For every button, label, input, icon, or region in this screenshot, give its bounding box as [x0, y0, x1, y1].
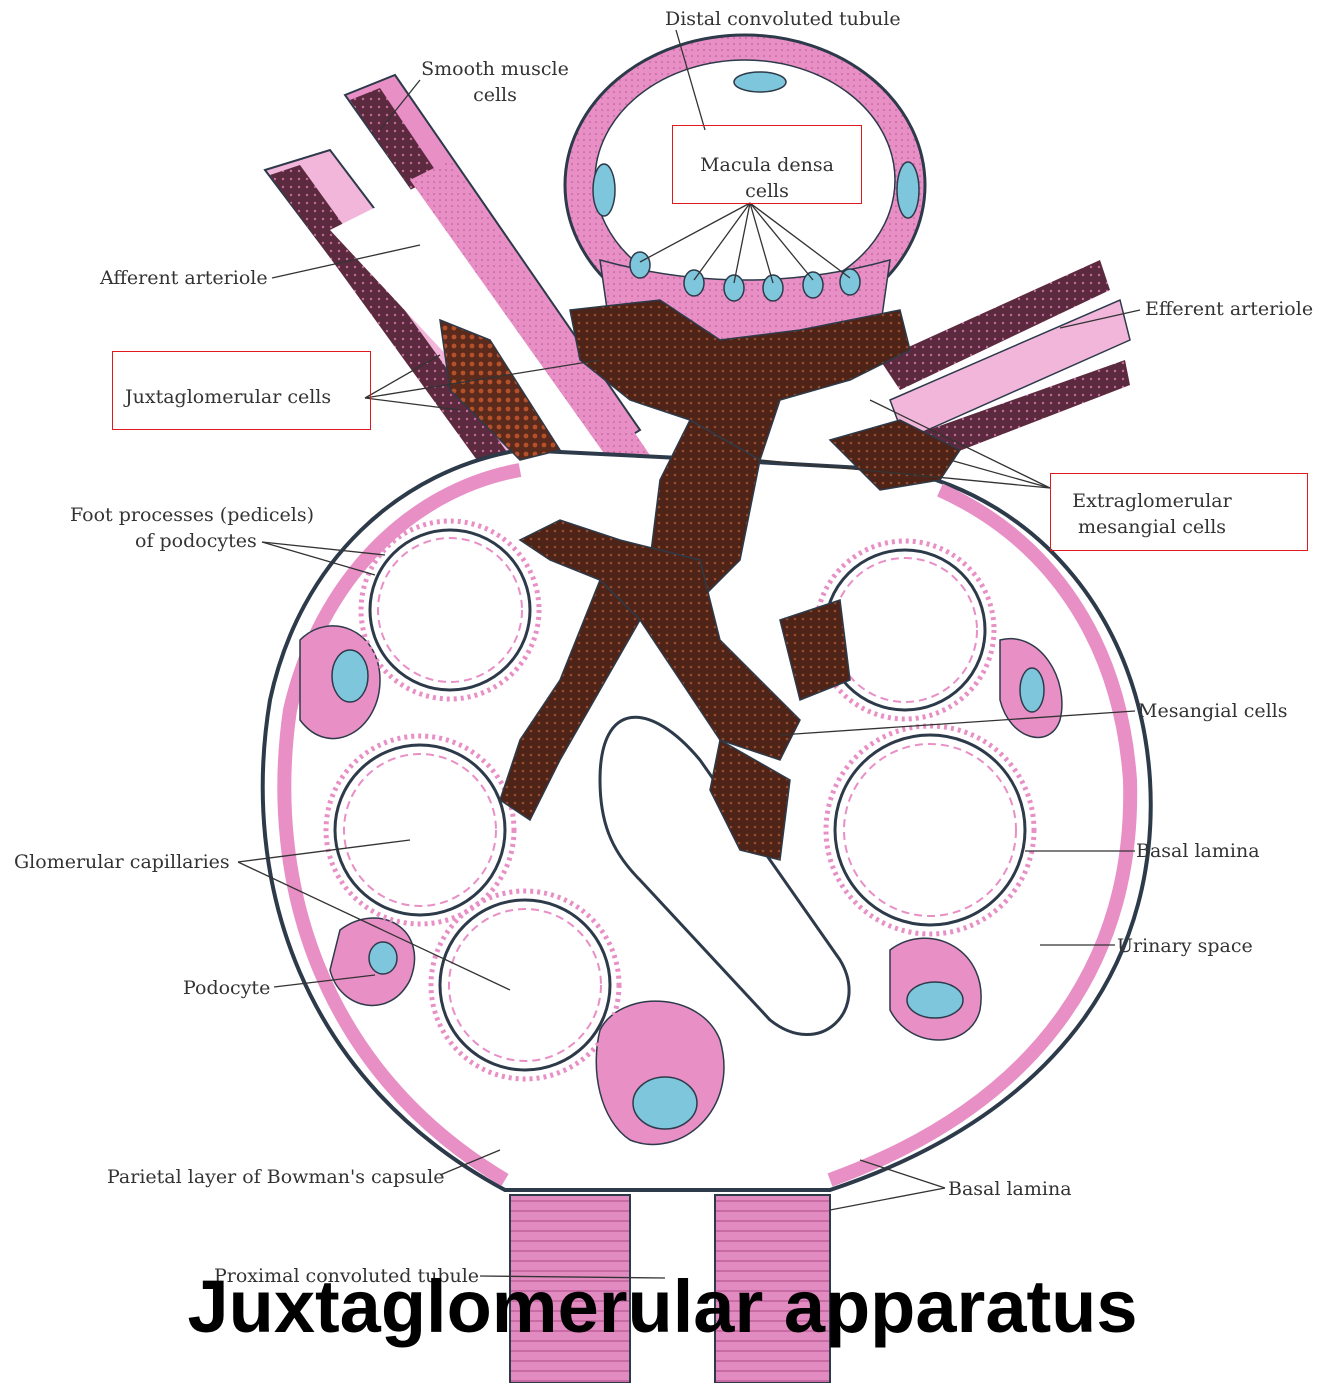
label-basal-lamina-bottom: Basal lamina [948, 1176, 1072, 1202]
label-basal-lamina-right: Basal lamina [1136, 838, 1260, 864]
label-distal-convoluted-tubule: Distal convoluted tubule [665, 6, 901, 32]
highlight-box-extraglomerular [1050, 473, 1308, 551]
label-mesangial-cells: Mesangial cells [1138, 698, 1288, 724]
highlight-box-macula-densa [672, 125, 862, 204]
label-foot-processes-line2: of podocytes [135, 528, 257, 554]
label-afferent-arteriole: Afferent arteriole [100, 265, 268, 291]
label-glomerular-capillaries: Glomerular capillaries [14, 849, 230, 875]
label-smooth-muscle-cells-line2: cells [415, 82, 575, 108]
label-efferent-arteriole: Efferent arteriole [1145, 296, 1313, 322]
label-smooth-muscle-cells-line1: Smooth muscle [415, 56, 575, 82]
label-foot-processes-line1: Foot processes (pedicels) [70, 502, 314, 528]
highlight-box-juxtaglomerular [112, 351, 371, 430]
label-urinary-space: Urinary space [1117, 933, 1253, 959]
label-parietal-layer: Parietal layer of Bowman's capsule [107, 1164, 444, 1190]
figure-title: Juxtaglomerular apparatus [0, 1262, 1325, 1352]
label-podocyte: Podocyte [183, 975, 270, 1001]
